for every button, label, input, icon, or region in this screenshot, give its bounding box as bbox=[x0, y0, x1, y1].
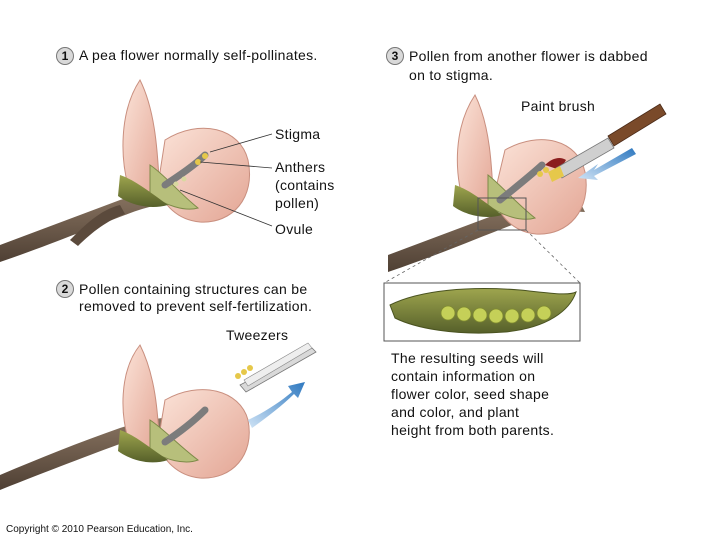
label-ovule: Ovule bbox=[275, 221, 314, 237]
label-tweezers: Tweezers bbox=[226, 327, 289, 343]
label-anthers-line2: (contains bbox=[275, 177, 335, 193]
ovule-zoom-box bbox=[477, 197, 527, 231]
leader-anthers bbox=[199, 161, 273, 169]
pollination-arrow bbox=[578, 148, 636, 180]
step-3-text-line2: on to stigma. bbox=[409, 67, 494, 83]
pea-pod bbox=[389, 288, 577, 334]
result-text-line1: The resulting seeds will bbox=[391, 350, 544, 366]
removal-arrow bbox=[248, 382, 305, 428]
step-1-text: A pea flower normally self-pollinates. bbox=[79, 47, 318, 63]
pea-flower-2 bbox=[0, 344, 250, 490]
tweezers bbox=[235, 342, 317, 393]
step-2-text-line1: Pollen containing structures can be bbox=[79, 281, 308, 297]
label-anthers-line1: Anthers bbox=[275, 159, 326, 175]
step-1-number: 1 bbox=[56, 47, 74, 65]
result-text-line3: flower color, seed shape bbox=[391, 386, 550, 402]
label-anthers-line3: pollen) bbox=[275, 195, 320, 211]
pea-flower-3 bbox=[388, 94, 587, 272]
label-paint-brush: Paint brush bbox=[521, 98, 596, 114]
paint-brush bbox=[548, 103, 667, 182]
zoom-line-right bbox=[525, 229, 581, 284]
leader-ovule bbox=[179, 189, 273, 227]
step-2-number: 2 bbox=[56, 280, 74, 298]
copyright-notice: Copyright © 2010 Pearson Education, Inc. bbox=[6, 524, 193, 535]
pea-flower-1 bbox=[0, 79, 250, 262]
result-text-line5: height from both parents. bbox=[391, 422, 555, 438]
label-stigma: Stigma bbox=[275, 126, 321, 142]
result-text-line4: and color, and plant bbox=[391, 404, 520, 420]
step-2-text-line2: removed to prevent self-fertilization. bbox=[79, 298, 313, 314]
step-3-text-line1: Pollen from another flower is dabbed bbox=[409, 48, 648, 64]
result-text-line2: contain information on bbox=[391, 368, 536, 384]
leader-stigma bbox=[209, 133, 273, 153]
step-3-number: 3 bbox=[386, 47, 404, 65]
